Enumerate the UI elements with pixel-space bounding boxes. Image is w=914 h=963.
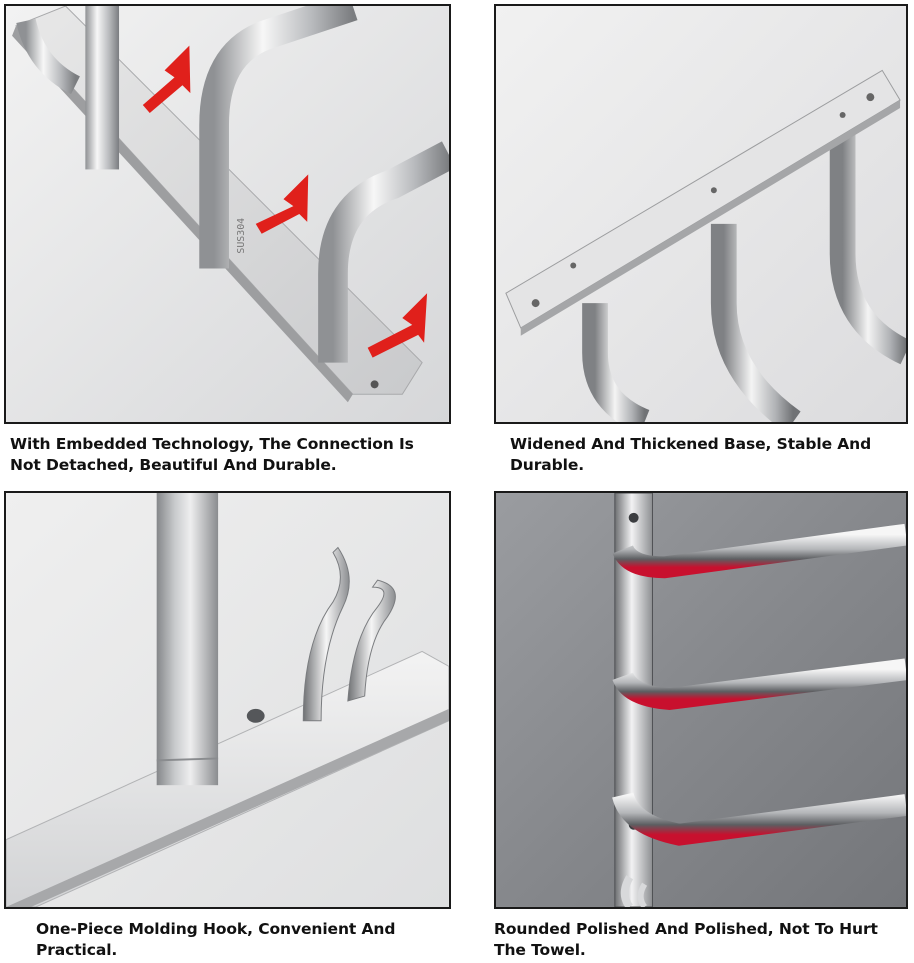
caption-line: Rounded Polished And Polished, Not To Hu… [494,920,878,938]
photo-panel-rounded-polished [494,491,908,909]
caption-widened-base: Widened And Thickened Base, Stable And D… [510,434,871,476]
caption-molding-hook: One-Piece Molding Hook, Convenient And P… [36,919,395,961]
caption-line: Widened And Thickened Base, Stable And [510,435,872,453]
caption-line: Practical. [36,941,118,959]
widened-base-photo [496,6,906,422]
photo-panel-molding-hook [4,491,451,909]
caption-embedded-connection: With Embedded Technology, The Connection… [10,434,414,476]
photo-panel-embedded-connection: SUS304 [4,4,451,424]
caption-line: The Towel. [494,941,586,959]
caption-line: With Embedded Technology, The Connection… [10,435,414,453]
embedded-connection-photo: SUS304 [6,6,449,422]
red-arrow-icon [142,45,428,358]
caption-rounded-polished: Rounded Polished And Polished, Not To Hu… [494,919,878,961]
caption-line: Not Detached, Beautiful And Durable. [10,456,337,474]
caption-line: One-Piece Molding Hook, Convenient And [36,920,396,938]
molding-hook-photo [6,493,449,907]
rounded-polished-photo [496,493,906,907]
svg-text:SUS304: SUS304 [236,218,247,254]
photo-panel-widened-base [494,4,908,424]
caption-line: Durable. [510,456,585,474]
